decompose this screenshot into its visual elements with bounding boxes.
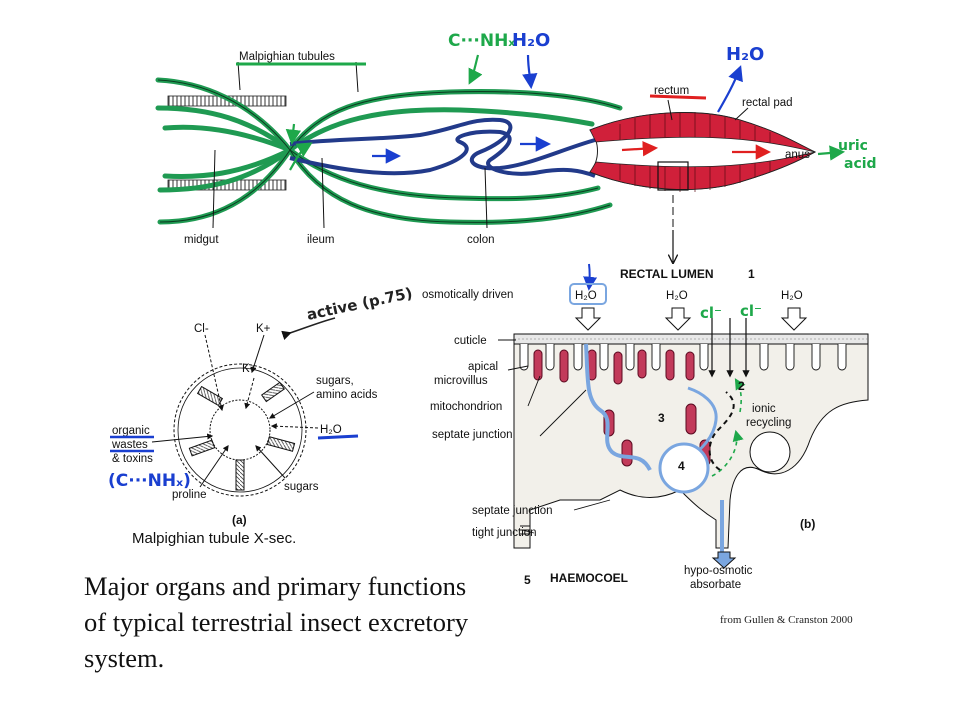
label-sugars: sugars — [284, 481, 319, 493]
label-h2o-b2: H₂O — [666, 290, 688, 302]
label-tight: tight junction — [472, 527, 537, 539]
rectum — [589, 112, 817, 192]
label-toxins: & toxins — [112, 453, 153, 465]
label-n3: 3 — [658, 411, 665, 425]
label-septate-1: septate junction — [432, 429, 513, 441]
label-h2o-b1: H₂O — [575, 290, 597, 302]
label-n5: 5 — [524, 573, 531, 587]
note-acid: acid — [844, 156, 877, 172]
label-haemocoel: HAEMOCOEL — [550, 571, 628, 585]
label-osmotic: osmotically driven — [422, 289, 513, 301]
cross-section-caption: Malpighian tubule X-sec. — [132, 530, 297, 547]
label-ileum: ileum — [307, 234, 334, 246]
panel-b-rectal-pad: RECTAL LUMEN 1 osmotically driven H₂O H₂… — [422, 263, 869, 591]
note-water-out: H₂O — [726, 44, 764, 65]
label-k-inner: K+ — [242, 363, 257, 375]
panel-a-letter: (a) — [232, 513, 247, 527]
main-caption: Major organs and primary functions of ty… — [84, 571, 469, 673]
hindgut — [289, 117, 596, 178]
label-n4: 4 — [678, 459, 685, 473]
label-ionic-1: ionic — [752, 403, 776, 415]
label-cl: Cl- — [194, 323, 209, 335]
note-water-in: H₂O — [512, 30, 550, 51]
label-colon: colon — [467, 234, 495, 246]
label-n1: 1 — [748, 267, 755, 281]
label-cuticle: cuticle — [454, 335, 487, 347]
space-4 — [658, 442, 710, 494]
label-ionic-2: recycling — [746, 417, 791, 429]
label-malpighian-tubules: Malpighian tubules — [239, 51, 335, 63]
label-septate-2: septate junction — [472, 505, 553, 517]
note-active: active (p.75) — [305, 284, 414, 324]
label-anus: anus — [785, 149, 810, 161]
label-h2o-b3: H₂O — [781, 290, 803, 302]
gut-diagram: Malpighian tubules midgut ileum colon re… — [155, 30, 877, 262]
ionic-recycling-arrows — [708, 391, 735, 471]
label-rectal-lumen: RECTAL LUMEN — [620, 267, 714, 281]
label-h2o-a: H₂O — [320, 424, 342, 436]
panel-b-letter: (b) — [800, 517, 815, 531]
label-k-outer: K+ — [256, 323, 271, 335]
label-n2: 2 — [738, 379, 745, 393]
note-cl-2: cl⁻ — [740, 302, 762, 320]
label-apical-2: microvillus — [434, 375, 488, 387]
label-sugars-amino-1: sugars, — [316, 375, 354, 387]
label-organic: organic — [112, 425, 150, 437]
label-hypo-1: hypo-osmotic — [684, 565, 753, 577]
source-credit: from Gullen & Cranston 2000 — [720, 614, 853, 626]
note-uric: uric — [838, 138, 868, 154]
label-apical-1: apical — [468, 361, 498, 373]
label-hypo-2: absorbate — [690, 579, 741, 591]
label-rectal-pad: rectal pad — [742, 97, 793, 109]
panel-a-tubule-cross-section: active (p.75) Cl- K+ K+ sugars, amino ac… — [108, 284, 414, 527]
label-mitochondrion: mitochondrion — [430, 401, 502, 413]
rectum-detail-box — [657, 161, 689, 191]
note-nitrogen-a: (C···NHₓ) — [108, 471, 191, 491]
label-rectum: rectum — [654, 85, 689, 97]
note-cl-1: cl⁻ — [700, 304, 722, 322]
label-sugars-amino-2: amino acids — [316, 389, 378, 401]
note-nitrogen-in: C···NHₓ — [448, 31, 515, 51]
label-proline: proline — [172, 489, 207, 501]
label-midgut: midgut — [184, 234, 219, 246]
label-wastes: wastes — [111, 439, 148, 451]
